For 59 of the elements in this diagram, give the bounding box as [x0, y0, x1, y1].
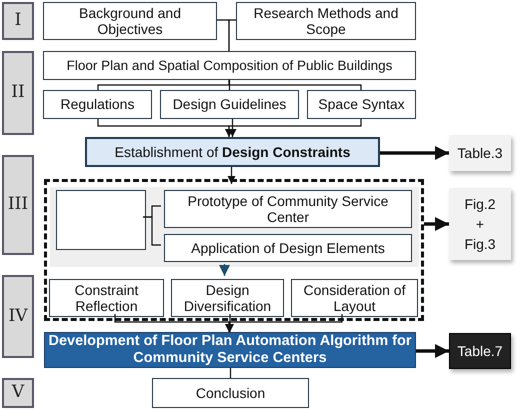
process-box — [49, 279, 164, 317]
stage-numeral: V — [10, 383, 26, 403]
stage-box — [2, 275, 34, 358]
step-text: Design Guidelines — [172, 96, 288, 113]
stage-numeral: IV — [8, 306, 29, 326]
reference-box — [449, 188, 511, 260]
stage-numeral: II — [10, 83, 26, 103]
stage-numeral: I — [14, 11, 22, 31]
process-box — [56, 190, 146, 250]
connector-line — [228, 19, 236, 51]
step-text: Conclusion — [194, 384, 266, 402]
stage-box — [2, 155, 34, 255]
step-text: Fig.2 + Fig.3 — [463, 194, 497, 254]
process-box — [291, 279, 418, 317]
step-text: Establishment of Design Constraints — [114, 144, 352, 160]
process-box — [164, 234, 412, 262]
arrow — [380, 146, 449, 160]
process-box — [236, 2, 416, 40]
process-box — [43, 2, 217, 40]
reference-box — [449, 135, 511, 171]
arrow — [228, 167, 236, 184]
step-text: Regulations — [60, 96, 136, 113]
step-text: Table.3 — [456, 144, 504, 162]
step-text: Table.7 — [456, 342, 504, 360]
step-text: Prototype of Community Service Center — [186, 192, 390, 226]
step-text: Background and Objectives — [78, 4, 182, 38]
arrow — [219, 264, 230, 276]
connector-line — [143, 216, 161, 246]
dashed-group-box — [44, 179, 424, 321]
process-box — [43, 51, 416, 80]
arrow — [424, 217, 449, 231]
stage-box — [2, 2, 34, 40]
arrow — [225, 119, 362, 137]
connector-line — [228, 80, 230, 90]
step-text: Consideration of Layout — [302, 282, 406, 314]
step-text: Space Syntax — [317, 96, 406, 113]
step-text: Floor Plan and Spatial Composition of Public Buildings — [66, 58, 394, 74]
process-box — [152, 378, 309, 408]
step-text: Development of Floor Plan Automation Algorithm for Community Service Centers — [47, 333, 413, 367]
reference-box — [449, 333, 511, 369]
highlight-box — [85, 137, 380, 167]
arrow — [228, 119, 236, 137]
step-text: Constraint Reflection — [74, 282, 140, 314]
stage-box — [2, 51, 34, 135]
step-text: Application of Design Elements — [190, 240, 386, 256]
process-box — [171, 279, 284, 317]
step-text: Design Diversification — [182, 282, 272, 314]
connector-line — [230, 368, 232, 378]
process-box — [307, 90, 416, 119]
process-box — [164, 190, 412, 228]
group-panel — [50, 187, 419, 267]
stage-numeral: III — [6, 195, 30, 215]
arrow — [416, 344, 449, 358]
process-box — [160, 90, 299, 119]
connector-line — [228, 80, 362, 90]
stage-box — [2, 378, 34, 408]
process-box — [43, 90, 152, 119]
step-text: Research Methods and Scope — [252, 4, 400, 38]
arrow — [225, 314, 343, 332]
